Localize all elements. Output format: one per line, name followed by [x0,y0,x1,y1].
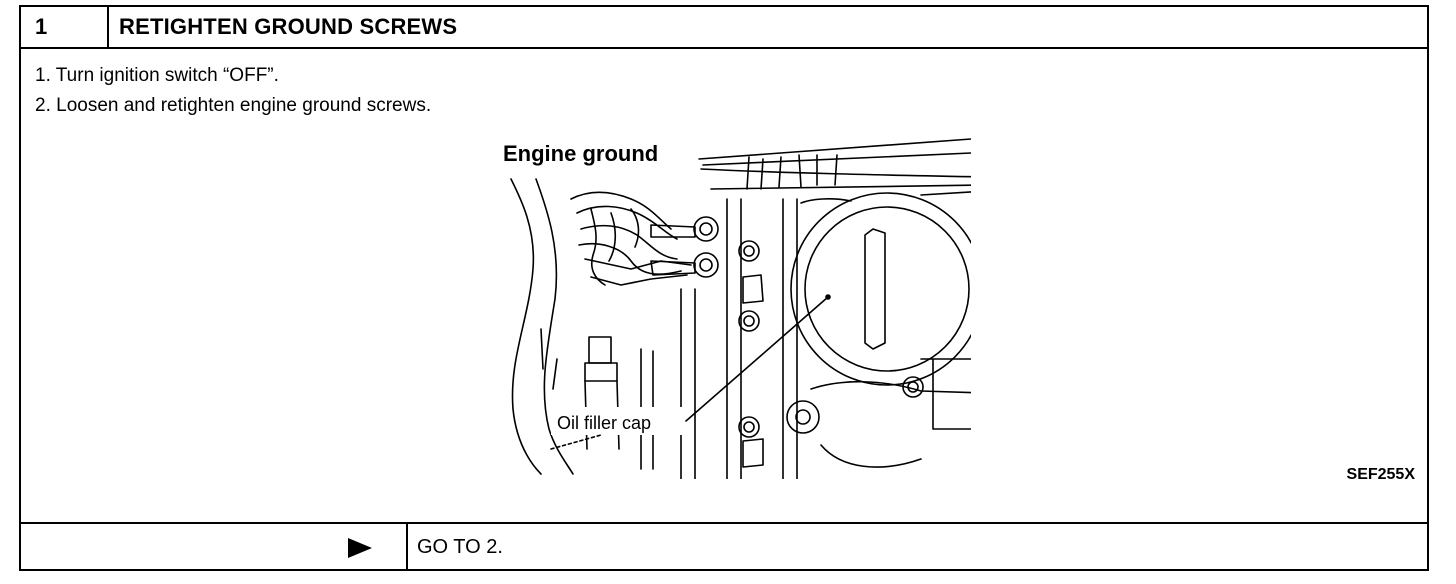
go-to-next-step: GO TO 2. [417,536,503,558]
step-header-row: 1 RETIGHTEN GROUND SCREWS [21,7,1427,49]
figure-code: SEF255X [1346,466,1415,483]
instruction-item: 1. Turn ignition switch “OFF”. [35,65,279,86]
engine-ground-label: Engine ground [503,141,658,166]
ground-screw-lower [693,252,719,278]
step-number: 1 [21,7,109,47]
oil-filler-cap-outer [790,192,971,386]
engine-ground-leader-line [698,138,971,160]
footer-arrow-cell [21,524,408,571]
instruction-list: 1. Turn ignition switch “OFF”. 2. Loosen… [35,61,431,121]
oil-filler-cap [804,206,970,372]
instruction-item: 2. Loosen and retighten engine ground sc… [35,95,432,116]
footer-row: GO TO 2. [21,522,1427,571]
oil-filler-cap-label: Oil filler cap [557,413,651,433]
right-triangle-arrow-icon [348,538,372,558]
oil-filler-cap-leader-line [685,296,829,422]
step-title: RETIGHTEN GROUND SCREWS [119,14,458,39]
procedure-table: 1 RETIGHTEN GROUND SCREWS 1. Turn igniti… [19,5,1429,571]
engine-ground-illustration: Engine ground [503,138,971,479]
ground-screw-upper [693,216,719,242]
